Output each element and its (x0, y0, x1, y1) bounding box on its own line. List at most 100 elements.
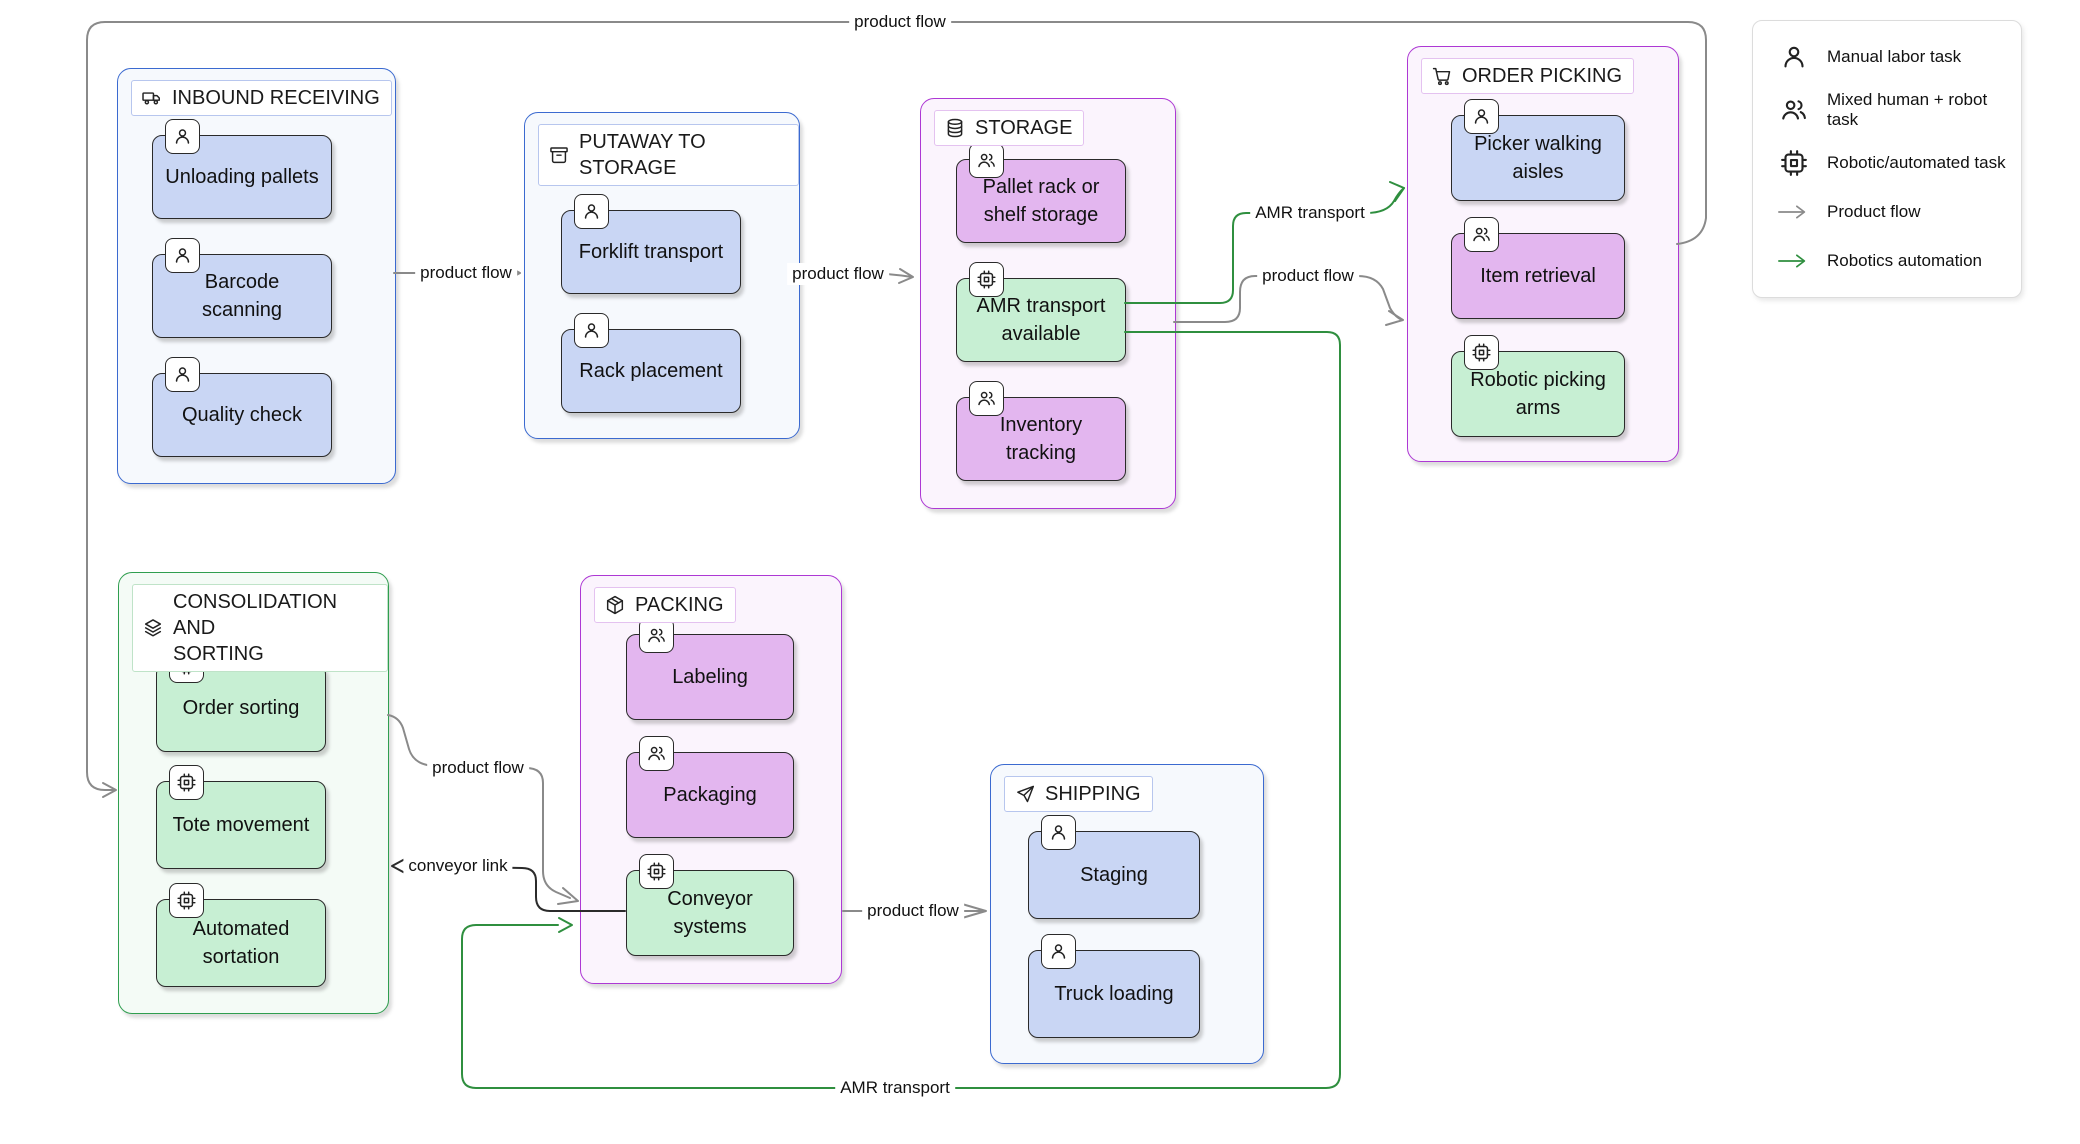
people-icon (1464, 217, 1499, 252)
legend-label: Robotic/automated task (1827, 152, 2006, 172)
people-icon (639, 736, 674, 771)
group-packing: PACKING Labeling Packaging Conveyor syst… (580, 575, 842, 984)
task-node-pallet-rack-or-shelf-storage: Pallet rack or shelf storage (956, 143, 1126, 243)
chip-icon (169, 883, 204, 918)
database-icon (944, 117, 966, 139)
task-label: Staging (1080, 864, 1148, 886)
legend: Manual labor task Mixed human + robot ta… (1752, 20, 2022, 298)
legend-item-manual-labor: Manual labor task (1753, 41, 2021, 73)
edge-label-product-flow: product flow (427, 757, 529, 779)
group-title-text: ORDER PICKING (1462, 65, 1623, 87)
task-label: Item retrieval (1480, 265, 1596, 287)
legend-item-mixed-task: Mixed human + robot task (1753, 90, 2021, 130)
edge-label-product-flow: product flow (1257, 265, 1359, 287)
edge-label-conveyor-link: conveyor link (403, 855, 513, 877)
group-title-inbound-receiving: INBOUND RECEIVING (131, 80, 392, 116)
task-node-order-sorting: Order sorting (156, 648, 326, 752)
group-title-text: STORAGE (975, 117, 1073, 139)
edge-label-amr-transport: AMR transport (835, 1077, 955, 1099)
task-node-robotic-picking-arms: Robotic picking arms (1451, 335, 1625, 437)
package-icon (604, 594, 626, 616)
legend-label: Product flow (1827, 201, 1921, 221)
task-label: Robotic picking arms (1470, 369, 1606, 419)
task-node-staging: Staging (1028, 815, 1200, 919)
edge-label-amr-transport: AMR transport (1250, 202, 1370, 224)
group-title-consolidation-and-sorting: CONSOLIDATION AND SORTING (132, 584, 388, 672)
group-consolidation-and-sorting: CONSOLIDATION AND SORTING Order sorting … (118, 572, 389, 1014)
group-putaway-to-storage: PUTAWAY TO STORAGE Forklift transport Ra… (524, 112, 800, 439)
group-title-text: PACKING (635, 594, 724, 616)
group-inbound-receiving: INBOUND RECEIVING Unloading pallets Barc… (117, 68, 396, 484)
send-icon (1014, 783, 1036, 805)
task-label: Inventory tracking (999, 414, 1083, 464)
group-title-text: SHIPPING (1045, 783, 1141, 805)
group-title-order-picking: ORDER PICKING (1421, 58, 1635, 94)
truck-icon (141, 87, 163, 109)
person-icon (1041, 815, 1076, 850)
person-icon (1041, 934, 1076, 969)
group-title-putaway-to-storage: PUTAWAY TO STORAGE (538, 124, 799, 186)
task-label: Forklift transport (578, 241, 724, 263)
group-title-packing: PACKING (594, 587, 736, 623)
chip-icon (1777, 147, 1811, 179)
task-node-automated-sortation: Automated sortation (156, 883, 326, 987)
person-icon (574, 313, 609, 348)
task-node-quality-check: Quality check (152, 357, 332, 457)
chip-icon (969, 262, 1004, 297)
task-label: Quality check (181, 404, 303, 426)
edge-label-product-flow: product flow (862, 900, 964, 922)
person-icon (574, 194, 609, 229)
task-node-packaging: Packaging (626, 736, 794, 838)
group-storage: STORAGE Pallet rack or shelf storage AMR… (920, 98, 1176, 509)
chip-icon (1464, 335, 1499, 370)
legend-label: Robotics automation (1827, 250, 1982, 270)
chip-icon (169, 765, 204, 800)
people-icon (969, 143, 1004, 178)
task-label: Unloading pallets (165, 166, 319, 188)
legend-item-product-flow: Product flow (1753, 196, 2021, 228)
task-node-truck-loading: Truck loading (1028, 934, 1200, 1038)
archive-box-icon (548, 144, 570, 166)
task-label: Labeling (672, 666, 748, 688)
group-title-text: CONSOLIDATION AND SORTING (173, 591, 338, 665)
task-node-rack-placement: Rack placement (561, 313, 741, 413)
legend-item-robotic-task: Robotic/automated task (1753, 147, 2021, 179)
legend-label: Mixed human + robot task (1827, 90, 1988, 130)
group-shipping: SHIPPING Staging Truck loading (990, 764, 1264, 1064)
group-order-picking: ORDER PICKING Picker walking aisles Item… (1407, 46, 1679, 462)
person-icon (165, 238, 200, 273)
task-label: Barcode scanning (201, 271, 283, 321)
task-node-forklift-transport: Forklift transport (561, 194, 741, 294)
task-label: Rack placement (579, 360, 723, 382)
task-label: Packaging (663, 784, 757, 806)
task-label: Automated sortation (192, 918, 290, 968)
task-node-barcode-scanning: Barcode scanning (152, 238, 332, 338)
group-title-text: INBOUND RECEIVING (172, 87, 380, 109)
legend-label: Manual labor task (1827, 47, 1962, 67)
group-title-text: PUTAWAY TO STORAGE (579, 131, 706, 179)
task-label: Order sorting (182, 697, 300, 719)
task-node-item-retrieval: Item retrieval (1451, 217, 1625, 319)
task-label: Truck loading (1054, 983, 1174, 1005)
people-icon (969, 381, 1004, 416)
person-icon (1464, 99, 1499, 134)
task-label: Pallet rack or shelf storage (982, 176, 1100, 226)
task-node-unloading-pallets: Unloading pallets (152, 119, 332, 219)
task-node-amr-transport-available: AMR transport available (956, 262, 1126, 362)
person-icon (1777, 41, 1811, 73)
product-flow-arrow-icon (1777, 196, 1811, 228)
task-label: Picker walking aisles (1474, 133, 1602, 183)
task-node-labeling: Labeling (626, 618, 794, 720)
task-label: Tote movement (172, 814, 310, 836)
group-title-storage: STORAGE (934, 110, 1085, 146)
legend-item-robotics-automation: Robotics automation (1753, 245, 2021, 277)
task-node-inventory-tracking: Inventory tracking (956, 381, 1126, 481)
edge-label-product-flow: product flow (787, 263, 889, 285)
task-node-picker-walking-aisles: Picker walking aisles (1451, 99, 1625, 201)
person-icon (165, 357, 200, 392)
chip-icon (639, 854, 674, 889)
people-icon (1777, 94, 1811, 126)
edge-label-product-flow: product flow (415, 262, 517, 284)
layers-icon (142, 617, 164, 639)
